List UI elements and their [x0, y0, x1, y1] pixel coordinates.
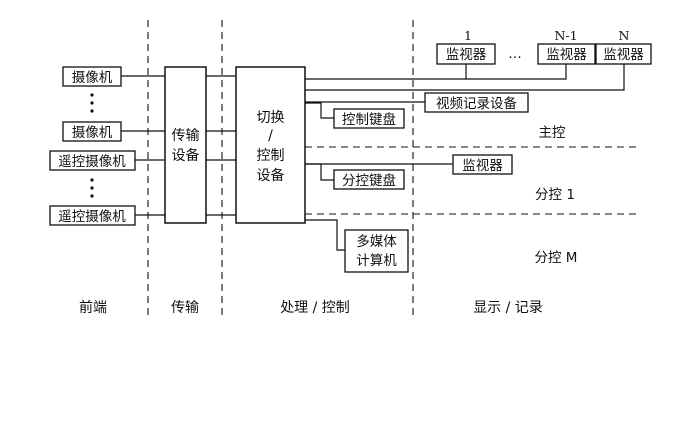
- switch-label-line4: 设备: [257, 167, 285, 184]
- camera-2-label: 摄像机: [72, 125, 113, 141]
- transmission-label-line1: 传输: [172, 128, 200, 144]
- monitor-1-label: 监视器: [446, 47, 487, 63]
- remote-camera-1: 遥控摄像机: [49, 150, 136, 171]
- video-recorder-label: 视频记录设备: [436, 95, 517, 112]
- remote-camera-1-label: 遥控摄像机: [58, 154, 126, 170]
- camera-ellipsis-lower: [90, 178, 94, 198]
- monitor-number-1: 1: [464, 28, 472, 43]
- transmission-label-line2: 设备: [172, 147, 200, 164]
- column-label-processing: 处理 / 控制: [280, 300, 350, 316]
- camera-2: 摄像机: [62, 121, 122, 142]
- multimedia-label-line2: 计算机: [356, 253, 397, 269]
- monitor-n-minus-1: 监视器: [537, 43, 596, 65]
- monitor-number-n: N: [619, 28, 630, 43]
- multimedia-label-line1: 多媒体: [356, 233, 397, 250]
- camera-ellipsis-upper: [90, 93, 94, 113]
- link-monitor-n-minus-1: [466, 64, 567, 80]
- column-label-display: 显示 / 记录: [473, 300, 543, 316]
- camera-1-label: 摄像机: [72, 70, 113, 86]
- transmission-device: 传输 设备: [164, 66, 207, 224]
- multimedia-computer: 多媒体 计算机: [344, 229, 409, 273]
- monitor-n-minus-1-label: 监视器: [546, 47, 587, 63]
- link-main-keyboard: [305, 102, 334, 119]
- link-monitor-n: [305, 64, 625, 91]
- sub-control-keyboard: 分控键盘: [333, 169, 405, 190]
- remote-camera-2: 遥控摄像机: [49, 205, 136, 226]
- region-label-subm: 分控 M: [535, 250, 578, 266]
- monitor-n: 监视器: [595, 43, 652, 65]
- main-keyboard-label: 控制键盘: [342, 111, 396, 128]
- switch-control-device: 切换 / 控制 设备: [235, 66, 306, 224]
- link-sub-keyboard: [305, 163, 334, 181]
- sub-monitor-label: 监视器: [462, 158, 503, 174]
- link-multimedia: [305, 219, 345, 251]
- switch-label-line3: 控制: [257, 148, 285, 164]
- video-recorder: 视频记录设备: [424, 92, 529, 113]
- switch-label-line1: 切换: [257, 109, 285, 126]
- monitor-ellipsis: …: [508, 46, 522, 62]
- monitor-number-n-minus-1: N-1: [554, 28, 577, 43]
- column-label-front: 前端: [79, 299, 107, 316]
- switch-label-line2: /: [268, 128, 273, 144]
- column-label-transmission: 传输: [171, 300, 199, 316]
- sub-monitor: 监视器: [452, 154, 513, 175]
- region-label-sub1: 分控 1: [535, 187, 575, 203]
- camera-1: 摄像机: [62, 66, 122, 87]
- remote-camera-2-label: 遥控摄像机: [58, 209, 126, 225]
- main-control-keyboard: 控制键盘: [333, 108, 405, 129]
- link-monitor-1: [305, 64, 467, 80]
- sub-keyboard-label: 分控键盘: [342, 172, 396, 189]
- monitor-1: 监视器: [436, 43, 496, 65]
- monitor-n-label: 监视器: [603, 47, 644, 63]
- region-label-main: 主控: [539, 125, 567, 141]
